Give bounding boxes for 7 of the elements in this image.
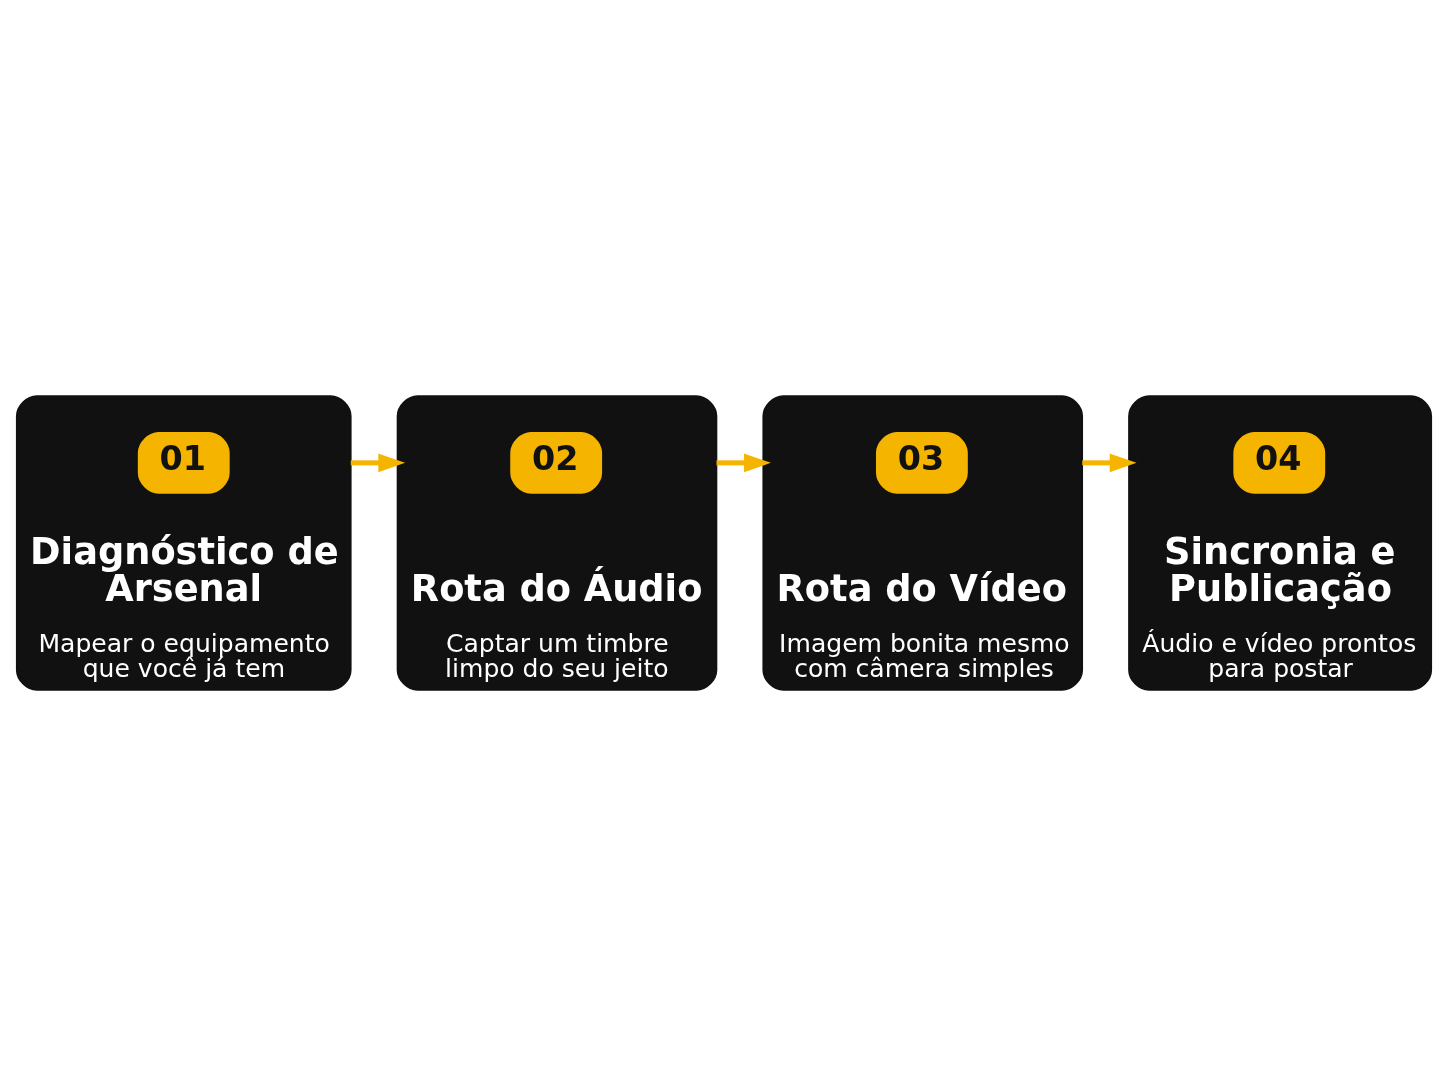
node-box: 04 [1233, 431, 1326, 494]
arrow [716, 453, 771, 473]
node-box: 03 [875, 431, 968, 494]
arrow [1082, 453, 1137, 473]
node-box: 01 [137, 431, 230, 494]
node-box: 02 [510, 431, 603, 494]
arrow [350, 453, 406, 473]
